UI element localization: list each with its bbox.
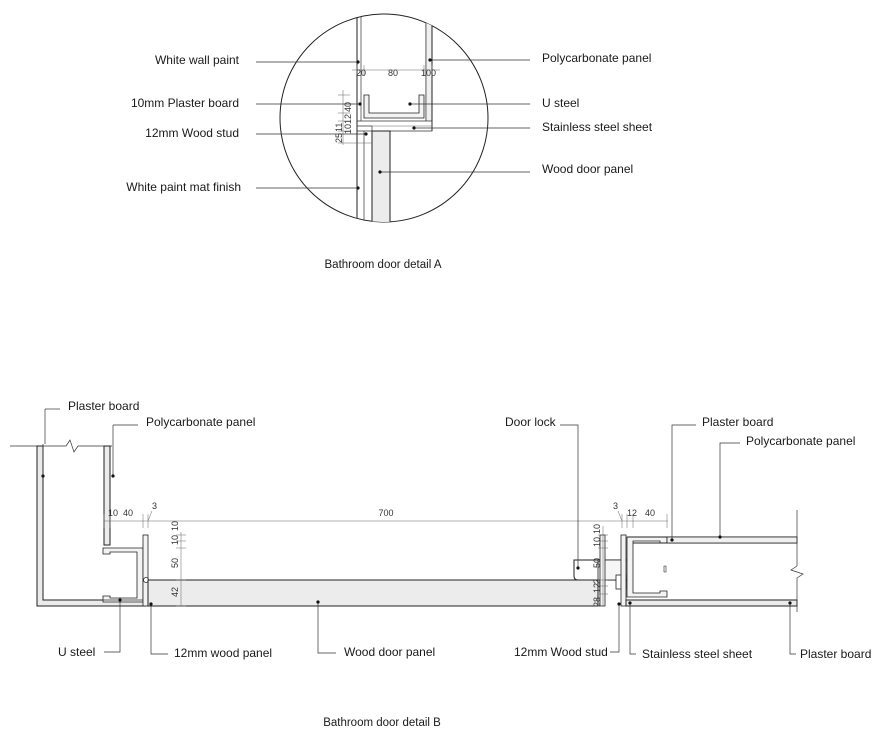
- dim-a-10: 10: [343, 124, 353, 134]
- left-plaster-board: [36, 445, 147, 607]
- right-polycarbonate: [666, 536, 798, 544]
- dim-b-40-right: 40: [645, 508, 655, 518]
- u-steel-shape: [363, 94, 425, 119]
- break-line-right: [790, 510, 804, 612]
- dim-a-20: 20: [356, 68, 366, 78]
- wood-door-panel-shape: [147, 579, 599, 607]
- label-b-poly-tl: Polycarbonate panel: [146, 415, 255, 429]
- dim-b-vl-50: 50: [170, 558, 180, 568]
- dim-b-40-left: 40: [123, 508, 133, 518]
- dim-b-vr-28: 28: [592, 597, 602, 607]
- dim-b-vr-10b: 10: [592, 537, 602, 547]
- label-a-white-paint-mat: White paint mat finish: [126, 180, 241, 194]
- label-b-stainless: Stainless steel sheet: [642, 647, 753, 661]
- dim-b-10-left: 10: [108, 508, 118, 518]
- dim-a-11: 11: [334, 123, 344, 132]
- detail-a: 20 80 100 40 12 10 11 25 White wall pain…: [126, 13, 653, 271]
- dim-b-vl-10b: 10: [170, 535, 180, 545]
- label-a-white-wall-paint: White wall paint: [155, 53, 240, 67]
- label-b-wood-panel: 12mm wood panel: [174, 646, 272, 660]
- right-u-steel: [626, 536, 668, 598]
- left-polycarbonate: [103, 445, 111, 546]
- break-line-left: [10, 439, 112, 453]
- dim-a-80: 80: [388, 68, 398, 78]
- label-b-u-steel: U steel: [58, 645, 95, 659]
- dim-b-vl-10a: 10: [170, 521, 180, 531]
- caption-detail-a: Bathroom door detail A: [325, 259, 442, 271]
- dim-b-vr-2: 2: [592, 579, 602, 584]
- label-b-door-panel: Wood door panel: [344, 645, 435, 659]
- label-a-wood-stud: 12mm Wood stud: [145, 126, 239, 140]
- label-b-wood-stud: 12mm Wood stud: [514, 645, 608, 659]
- caption-detail-b: Bathroom door detail B: [323, 717, 441, 729]
- door-panel-shape: [371, 130, 391, 222]
- dim-b-vr-10a: 10: [592, 524, 602, 534]
- dim-b-vr-50: 50: [592, 558, 602, 568]
- label-a-stainless: Stainless steel sheet: [542, 120, 653, 134]
- dim-b-700: 700: [378, 508, 393, 518]
- label-a-polycarbonate: Polycarbonate panel: [542, 51, 651, 65]
- dim-b-3-left: 3: [152, 501, 157, 511]
- right-plaster-board: [625, 599, 798, 607]
- dim-b-12-right: 12: [627, 508, 637, 518]
- dim-a-100: 100: [421, 68, 436, 78]
- label-b-door-lock: Door lock: [505, 415, 557, 429]
- dim-b-vr-12: 12: [592, 583, 602, 593]
- dim-b-3-right: 3: [613, 501, 618, 511]
- dim-a-40: 40: [343, 102, 353, 112]
- label-a-plaster-board: 10mm Plaster board: [131, 96, 239, 110]
- label-b-plaster-tr: Plaster board: [702, 415, 773, 429]
- dim-a-25: 25: [334, 133, 344, 143]
- detail-b: 10 40 3 700 3 12 40 10 10 50 42 10 10 50…: [10, 399, 871, 729]
- left-u-steel: [102, 547, 144, 603]
- dim-a-12: 12: [343, 114, 353, 124]
- label-b-plaster-tl: Plaster board: [68, 399, 139, 413]
- label-a-door-panel: Wood door panel: [542, 162, 633, 176]
- label-b-poly-tr: Polycarbonate panel: [746, 434, 855, 448]
- label-a-u-steel: U steel: [542, 96, 579, 110]
- dim-b-vl-42: 42: [170, 587, 180, 597]
- label-b-plaster-br: Plaster board: [800, 647, 871, 661]
